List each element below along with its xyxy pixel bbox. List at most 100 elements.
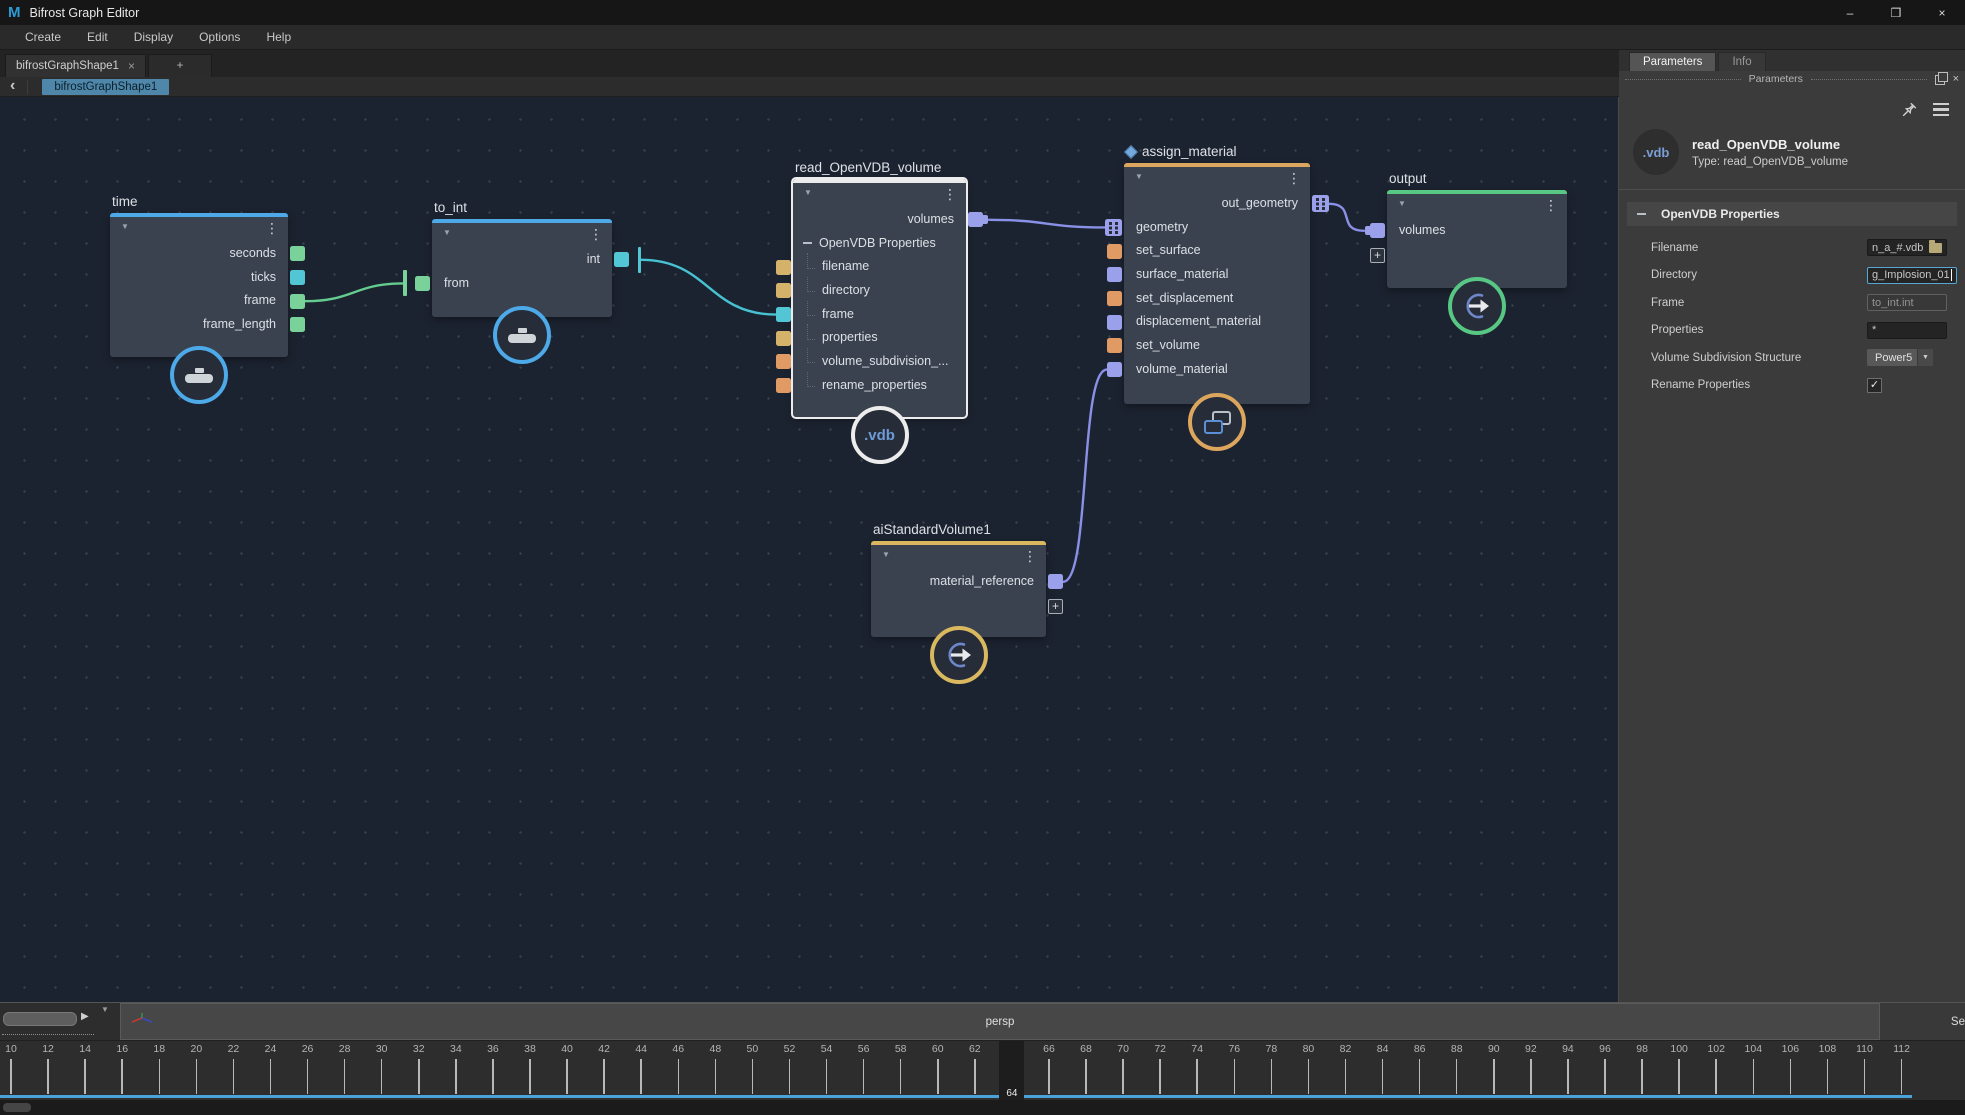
port-displacement-material[interactable] <box>1107 314 1122 330</box>
port-material-reference[interactable] <box>1048 574 1063 590</box>
panel-close-icon[interactable]: × <box>1952 73 1959 85</box>
port-out-geometry[interactable] <box>1312 195 1329 213</box>
port-volumes[interactable] <box>1365 223 1385 239</box>
undock-panel-icon[interactable] <box>1934 72 1948 85</box>
wire-read-openvdb-volume-to-assign-material <box>987 218 1107 229</box>
port-geometry[interactable] <box>1105 218 1122 236</box>
tab-bifrostgraphshape1[interactable]: bifrostGraphShape1 × <box>5 54 146 77</box>
param-control: to_int.int <box>1867 294 1947 312</box>
current-frame-marker[interactable]: 64 <box>999 1041 1025 1100</box>
collapse-triangle-icon[interactable]: ▼ <box>882 550 890 559</box>
port-row-geometry: geometry <box>1105 216 1310 240</box>
port-set-displacement[interactable] <box>1107 291 1122 307</box>
port-surface-material[interactable] <box>1107 267 1122 283</box>
menu-icon[interactable] <box>1933 102 1949 117</box>
add-tab-button[interactable]: + <box>147 54 212 77</box>
close-button[interactable]: × <box>1938 5 1946 20</box>
frame-tick <box>269 1059 272 1094</box>
menu-help[interactable]: Help <box>266 30 292 44</box>
volume-subdivision-structure-dropdown[interactable]: Power5▼ <box>1867 349 1933 367</box>
pin-icon[interactable] <box>1902 102 1917 117</box>
menu-display[interactable]: Display <box>133 30 174 44</box>
breadcrumb-current[interactable]: bifrostGraphShape1 <box>42 78 170 95</box>
chevron-down-icon[interactable]: ▼ <box>101 1005 109 1014</box>
collapse-triangle-icon[interactable]: ▼ <box>121 222 129 231</box>
port-row-directory: directory <box>776 277 966 303</box>
collapse-triangle-icon[interactable]: ▼ <box>443 228 451 237</box>
kebab-menu-icon[interactable]: ⋮ <box>265 220 279 236</box>
port-set-volume[interactable] <box>1107 338 1122 354</box>
node-header: ▼⋮ <box>1398 197 1558 213</box>
port-ticks[interactable] <box>290 269 305 285</box>
port-stem <box>637 246 641 273</box>
panel-tab-info[interactable]: Info <box>1718 52 1766 71</box>
port-volume-subdivision[interactable] <box>776 354 791 370</box>
port-frame-length[interactable] <box>290 317 305 333</box>
back-chevron-icon[interactable]: ‹ <box>10 76 16 94</box>
frame-number: 22 <box>227 1043 240 1055</box>
frame-tick <box>492 1059 494 1094</box>
port-frame[interactable] <box>776 307 791 323</box>
param-control: ✓ <box>1867 377 1947 393</box>
port-row-set-displacement: set_displacement <box>1107 287 1310 311</box>
menu-options[interactable]: Options <box>199 30 241 44</box>
port-properties[interactable] <box>776 330 791 346</box>
param-row-rename-properties: Rename Properties✓ <box>1619 372 1965 400</box>
collapse-triangle-icon[interactable]: ▼ <box>804 188 812 197</box>
section-openvdb-properties[interactable]: OpenVDB Properties <box>1627 202 1957 226</box>
filename-field[interactable]: n_a_#.vdb <box>1867 239 1948 257</box>
range-slider-thumb[interactable] <box>3 1012 77 1026</box>
menu-create[interactable]: Create <box>25 30 62 44</box>
frame-tick <box>1270 1059 1273 1094</box>
properties-field[interactable]: * <box>1867 321 1947 339</box>
kebab-menu-icon[interactable]: ⋮ <box>1287 170 1301 186</box>
port-frame[interactable] <box>290 293 305 309</box>
port-label: seconds <box>229 246 276 260</box>
port-label: geometry <box>1136 219 1189 234</box>
collapse-triangle-icon[interactable]: ▼ <box>1135 172 1143 181</box>
frame-number: 98 <box>1636 1043 1648 1055</box>
kebab-menu-icon[interactable]: ⋮ <box>589 226 603 242</box>
frame-number: 36 <box>487 1043 499 1055</box>
kebab-menu-icon[interactable]: ⋮ <box>943 186 957 202</box>
frame-number: 76 <box>1228 1043 1241 1055</box>
rename-properties-checkbox[interactable]: ✓ <box>1867 377 1882 393</box>
menu-edit[interactable]: Edit <box>87 30 108 44</box>
port-volume-material[interactable] <box>1107 362 1122 378</box>
port-from[interactable] <box>415 275 430 291</box>
node-output[interactable]: output▼⋮volumes+ <box>1365 171 1567 335</box>
add-port-button[interactable]: + <box>1370 248 1385 263</box>
frame-number: 56 <box>857 1043 870 1055</box>
kebab-menu-icon[interactable]: ⋮ <box>1544 197 1558 213</box>
maximize-button[interactable]: ❒ <box>1890 5 1902 20</box>
minimize-button[interactable]: – <box>1846 5 1854 20</box>
node-aistandardvolume1[interactable]: aiStandardVolume1▼⋮material_reference+ <box>871 522 1063 684</box>
collapse-triangle-icon[interactable]: ▼ <box>1398 199 1406 208</box>
port-directory[interactable] <box>776 283 791 299</box>
port-volumes[interactable] <box>968 212 988 228</box>
range-slider-widget[interactable]: ▶ ▼ <box>0 1003 120 1040</box>
kebab-menu-icon[interactable]: ⋮ <box>1023 548 1037 564</box>
port-set-surface[interactable] <box>1107 243 1122 259</box>
port-seconds[interactable] <box>290 246 305 262</box>
port-rename-properties[interactable] <box>776 378 791 394</box>
folder-icon[interactable] <box>1929 239 1943 253</box>
tab-close-icon[interactable]: × <box>127 59 135 73</box>
selected-node-summary: .vdb read_OpenVDB_volume Type: read_Open… <box>1619 121 1965 185</box>
frame-number: 60 <box>931 1043 944 1055</box>
directory-field[interactable]: g_Implosion_01 <box>1867 266 1957 284</box>
port-int[interactable] <box>614 252 629 268</box>
bottom-edge-strip <box>0 1100 1965 1115</box>
add-port-button[interactable]: + <box>1048 599 1063 614</box>
panel-tab-parameters[interactable]: Parameters <box>1629 52 1717 71</box>
play-forward-icon[interactable]: ▶ <box>81 1011 89 1022</box>
port-filename[interactable] <box>776 259 791 275</box>
frame-tick <box>1863 1059 1866 1094</box>
